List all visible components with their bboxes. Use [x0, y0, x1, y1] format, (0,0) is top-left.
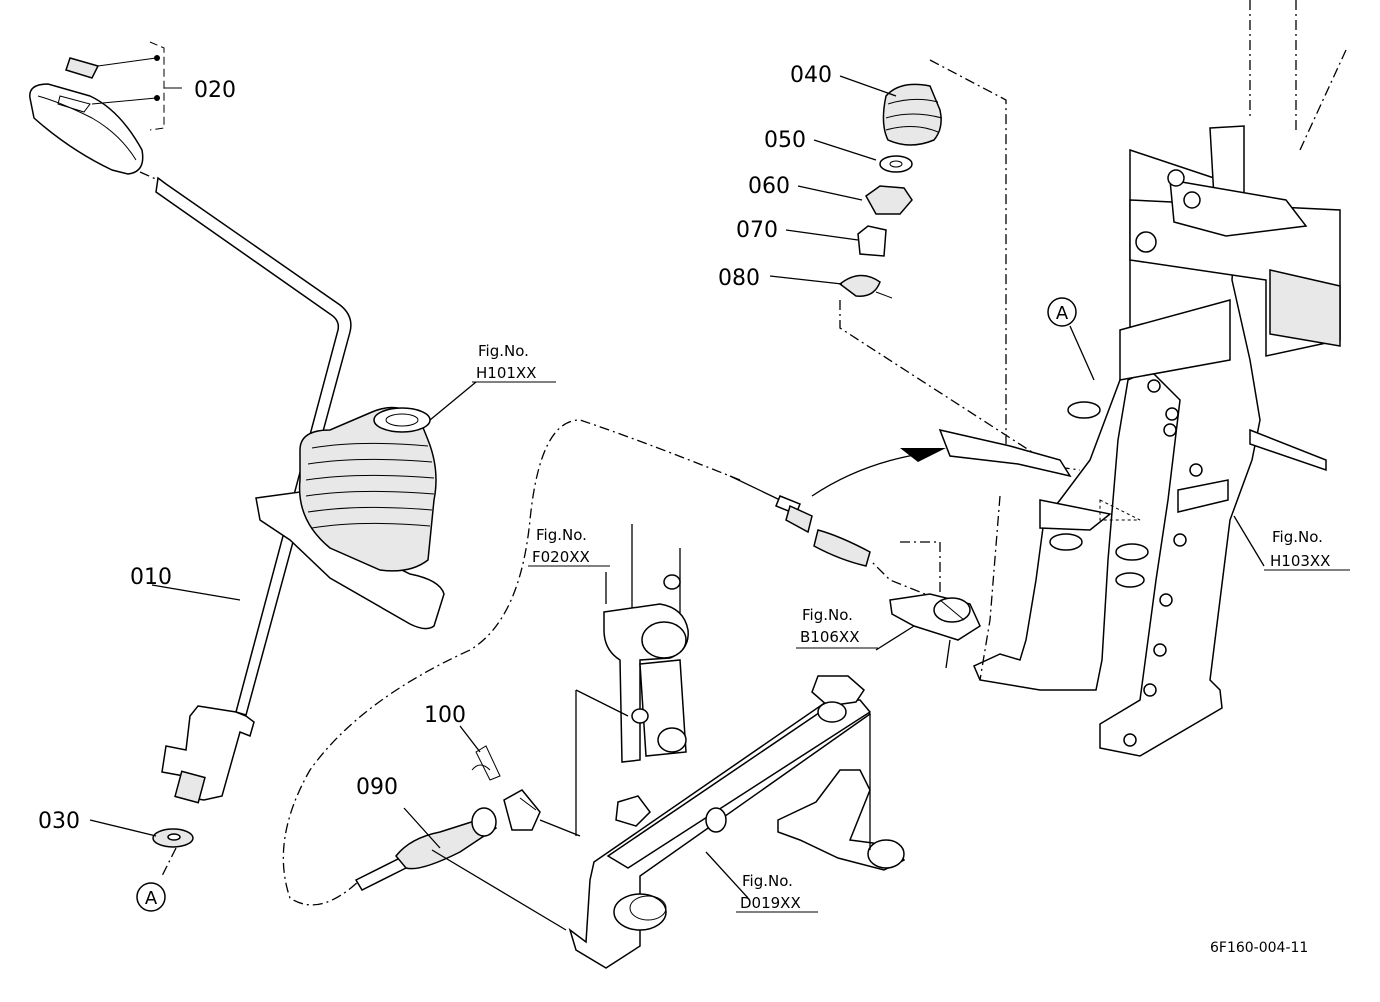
- connection-markers: A A: [136, 297, 1077, 912]
- boot-top-opening: [373, 407, 431, 433]
- clip-and-clevis: [459, 725, 581, 837]
- part-labels: 020 010 030 040 050 060 070 080 090 100: [38, 63, 832, 834]
- shift-cable: [282, 419, 946, 931]
- lever-grommet: [174, 770, 206, 804]
- fig-ref-d019-bottom: D019XX: [740, 894, 801, 912]
- spring-080: [838, 274, 881, 297]
- fig-ref-b106-top: Fig.No.: [802, 606, 853, 624]
- fig-ref-h103-top: Fig.No.: [1272, 528, 1323, 546]
- fig-ref-d019-top: Fig.No.: [742, 872, 793, 890]
- marker-a-top: A: [1056, 303, 1069, 324]
- leader-dot: [154, 55, 160, 61]
- plate: [1269, 269, 1341, 347]
- part-label-050: 050: [764, 128, 806, 153]
- arrow-head: [900, 448, 946, 462]
- lever-boot: [255, 381, 477, 630]
- marker-a-bottom: A: [145, 888, 158, 909]
- shaft-pin: [1249, 428, 1327, 472]
- part-label-010: 010: [130, 565, 172, 590]
- part-label-030: 030: [38, 809, 80, 834]
- lever-bracket: [161, 705, 255, 801]
- figure-references: Fig.No. H101XX Fig.No. F020XX Fig.No. B1…: [472, 342, 1350, 913]
- document-code: 6F160-004-11: [1210, 940, 1308, 956]
- marker-a-bottom-circle: [136, 882, 166, 912]
- part-label-090: 090: [356, 775, 398, 800]
- part-label-040: 040: [790, 63, 832, 88]
- boot-bellows: [298, 406, 437, 572]
- fig-ref-f020-bottom: F020XX: [532, 548, 590, 566]
- lever-knob: [29, 83, 144, 175]
- washer-050: [879, 155, 913, 173]
- cable-lower-boot: [395, 817, 498, 870]
- bracket-f020: [575, 524, 689, 836]
- clevis: [503, 789, 541, 831]
- cable-end-spring: [813, 529, 871, 567]
- nut-060: [865, 185, 913, 215]
- part-label-060: 060: [748, 174, 790, 199]
- r-clip: [475, 745, 501, 781]
- fig-ref-f020-top: Fig.No.: [536, 526, 587, 544]
- part-label-100: 100: [424, 703, 466, 728]
- part-label-070: 070: [736, 218, 778, 243]
- collar-070: [857, 225, 887, 257]
- fig-ref-h101-top: Fig.No.: [478, 342, 529, 360]
- boot-base-plate: [255, 491, 445, 630]
- part-label-020: 020: [194, 78, 236, 103]
- frame-d019: [568, 675, 906, 969]
- fig-ref-h103-bottom: H103XX: [1270, 552, 1330, 570]
- fig-ref-b106-bottom: B106XX: [800, 628, 859, 646]
- cable-routing-line: [282, 419, 741, 906]
- spring-pin: [65, 57, 100, 79]
- leader-dot: [154, 95, 160, 101]
- frame-h103: [869, 0, 1347, 757]
- spring-040: [882, 83, 942, 146]
- fig-ref-h101-bottom: H101XX: [476, 364, 536, 382]
- part-label-080: 080: [718, 266, 760, 291]
- spring-stack: [769, 59, 1081, 475]
- sensor-b106: [875, 593, 981, 669]
- knob-assembly: [29, 41, 182, 175]
- marker-a-top-circle: [1047, 297, 1077, 327]
- washer-030: [89, 819, 194, 877]
